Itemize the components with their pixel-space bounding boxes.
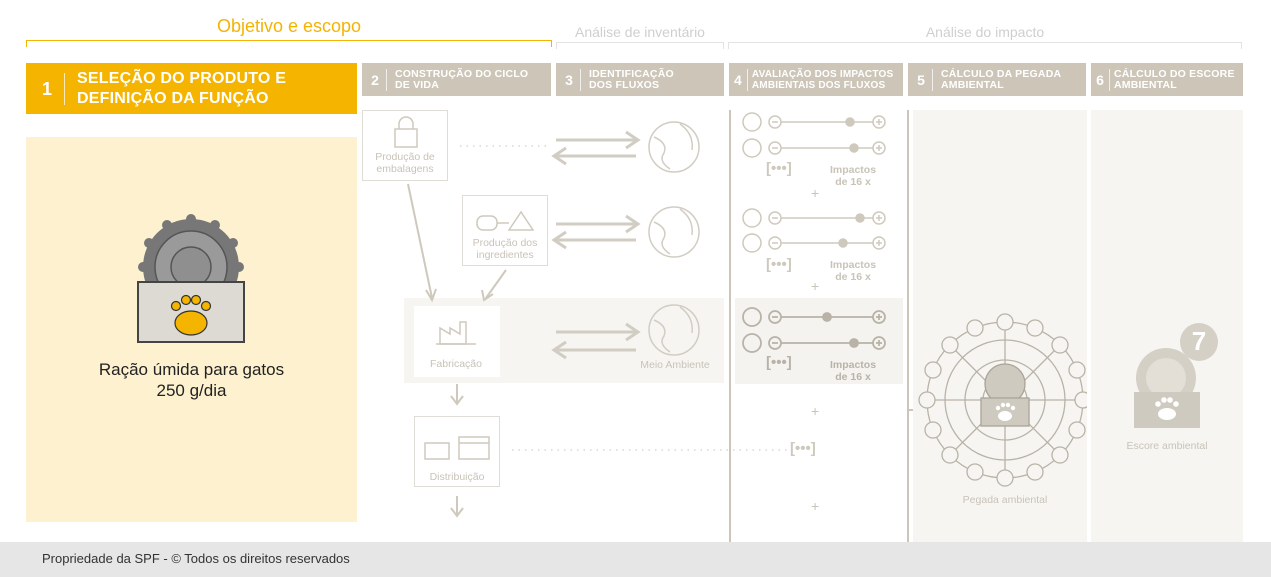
- step-number: 4: [729, 68, 748, 91]
- step-label: CÁLCULO DA PEGADA AMBIENTAL: [941, 67, 1061, 91]
- factory-icon: [436, 321, 476, 345]
- plus-1: +: [811, 185, 820, 201]
- step-label: CÁLCULO DO ESCORE AMBIENTAL: [1114, 67, 1235, 91]
- phase-bracket-impact: [728, 42, 1242, 49]
- score-panel: [1091, 110, 1243, 542]
- footprint-label: Pegada ambiental: [962, 494, 1048, 506]
- footer-bar: Propriedade da SPF - © Todos os direitos…: [0, 542, 1271, 577]
- packaging-label: Produção de embalagens: [375, 151, 435, 175]
- step-number: 2: [364, 68, 387, 91]
- ingredients-icon: [476, 210, 535, 231]
- copyright-text: Propriedade da SPF - © Todos os direitos…: [42, 551, 350, 566]
- product-panel: Ração úmida para gatos 250 g/dia: [26, 137, 357, 522]
- phase-bracket-inventory: [556, 42, 724, 49]
- impact-count-3: Impactos de 16 x: [829, 359, 877, 383]
- lock-icon: [394, 116, 418, 148]
- score-label: Escore ambiental: [1126, 440, 1208, 452]
- distribution-label: Distribuição: [429, 471, 485, 483]
- impact-column: [729, 110, 909, 542]
- step-label: CONSTRUÇÃO DO CICLO DE VIDA: [395, 67, 529, 91]
- plus-3: +: [811, 403, 820, 419]
- shop-truck-icon: [424, 436, 490, 460]
- product-quantity: 250 g/dia: [156, 381, 227, 400]
- impact-ellipsis-4: [•••]: [790, 440, 816, 457]
- footprint-radar-icon: [918, 313, 1087, 487]
- step-label: IDENTIFICAÇÃO DOS FLUXOS: [589, 67, 674, 91]
- phase-title-impact: Análise do impacto: [925, 24, 1045, 40]
- step-4-header: 4 AVALIAÇÃO DOS IMPACTOS AMBIENTAIS DOS …: [729, 63, 903, 96]
- impact-count-1: Impactos de 16 x: [829, 164, 877, 188]
- product-name: Ração úmida para gatos: [98, 360, 285, 379]
- plus-2: +: [811, 278, 820, 294]
- step-number: 5: [910, 68, 933, 91]
- step-number: 1: [30, 72, 65, 105]
- distribution-box: Distribuição: [414, 416, 500, 487]
- score-value-badge: 7: [1191, 326, 1207, 356]
- manufacturing-label: Fabricação: [430, 358, 482, 370]
- environment-label: Meio Ambiente: [640, 359, 710, 371]
- step-6-header: 6 CÁLCULO DO ESCORE AMBIENTAL: [1091, 63, 1243, 96]
- step-label: AVALIAÇÃO DOS IMPACTOS AMBIENTAIS DOS FL…: [751, 68, 894, 91]
- plus-4: +: [811, 498, 820, 514]
- phase-title-inventory: Análise de inventário: [575, 24, 705, 40]
- impact-count-2: Impactos de 16 x: [829, 259, 877, 283]
- ingredients-box: Produção dos ingredientes: [462, 195, 548, 266]
- impact-ellipsis-1: [•••]: [766, 160, 792, 177]
- manufacturing-box: Fabricação: [414, 306, 500, 377]
- impact-ellipsis-3: [•••]: [766, 354, 792, 371]
- impact-ellipsis-2: [•••]: [766, 256, 792, 273]
- cat-food-can-icon: [137, 214, 245, 343]
- step-label: SELEÇÃO DO PRODUTO E DEFINIÇÃO DA FUNÇÃO: [77, 69, 287, 107]
- step-number: 3: [558, 68, 581, 91]
- phase-title-goal-scope: Objetivo e escopo: [216, 16, 362, 36]
- step-2-header: 2 CONSTRUÇÃO DO CICLO DE VIDA: [362, 63, 551, 96]
- step-3-header: 3 IDENTIFICAÇÃO DOS FLUXOS: [556, 63, 724, 96]
- step-number: 6: [1091, 68, 1110, 91]
- step-5-header: 5 CÁLCULO DA PEGADA AMBIENTAL: [908, 63, 1086, 96]
- phase-bracket-goal-scope: [26, 40, 552, 47]
- step-1-header: 1 SELEÇÃO DO PRODUTO E DEFINIÇÃO DA FUNÇ…: [26, 63, 357, 114]
- ingredients-label: Produção dos ingredientes: [472, 237, 538, 261]
- packaging-box: Produção de embalagens: [362, 110, 448, 181]
- score-can-icon: [1134, 323, 1218, 428]
